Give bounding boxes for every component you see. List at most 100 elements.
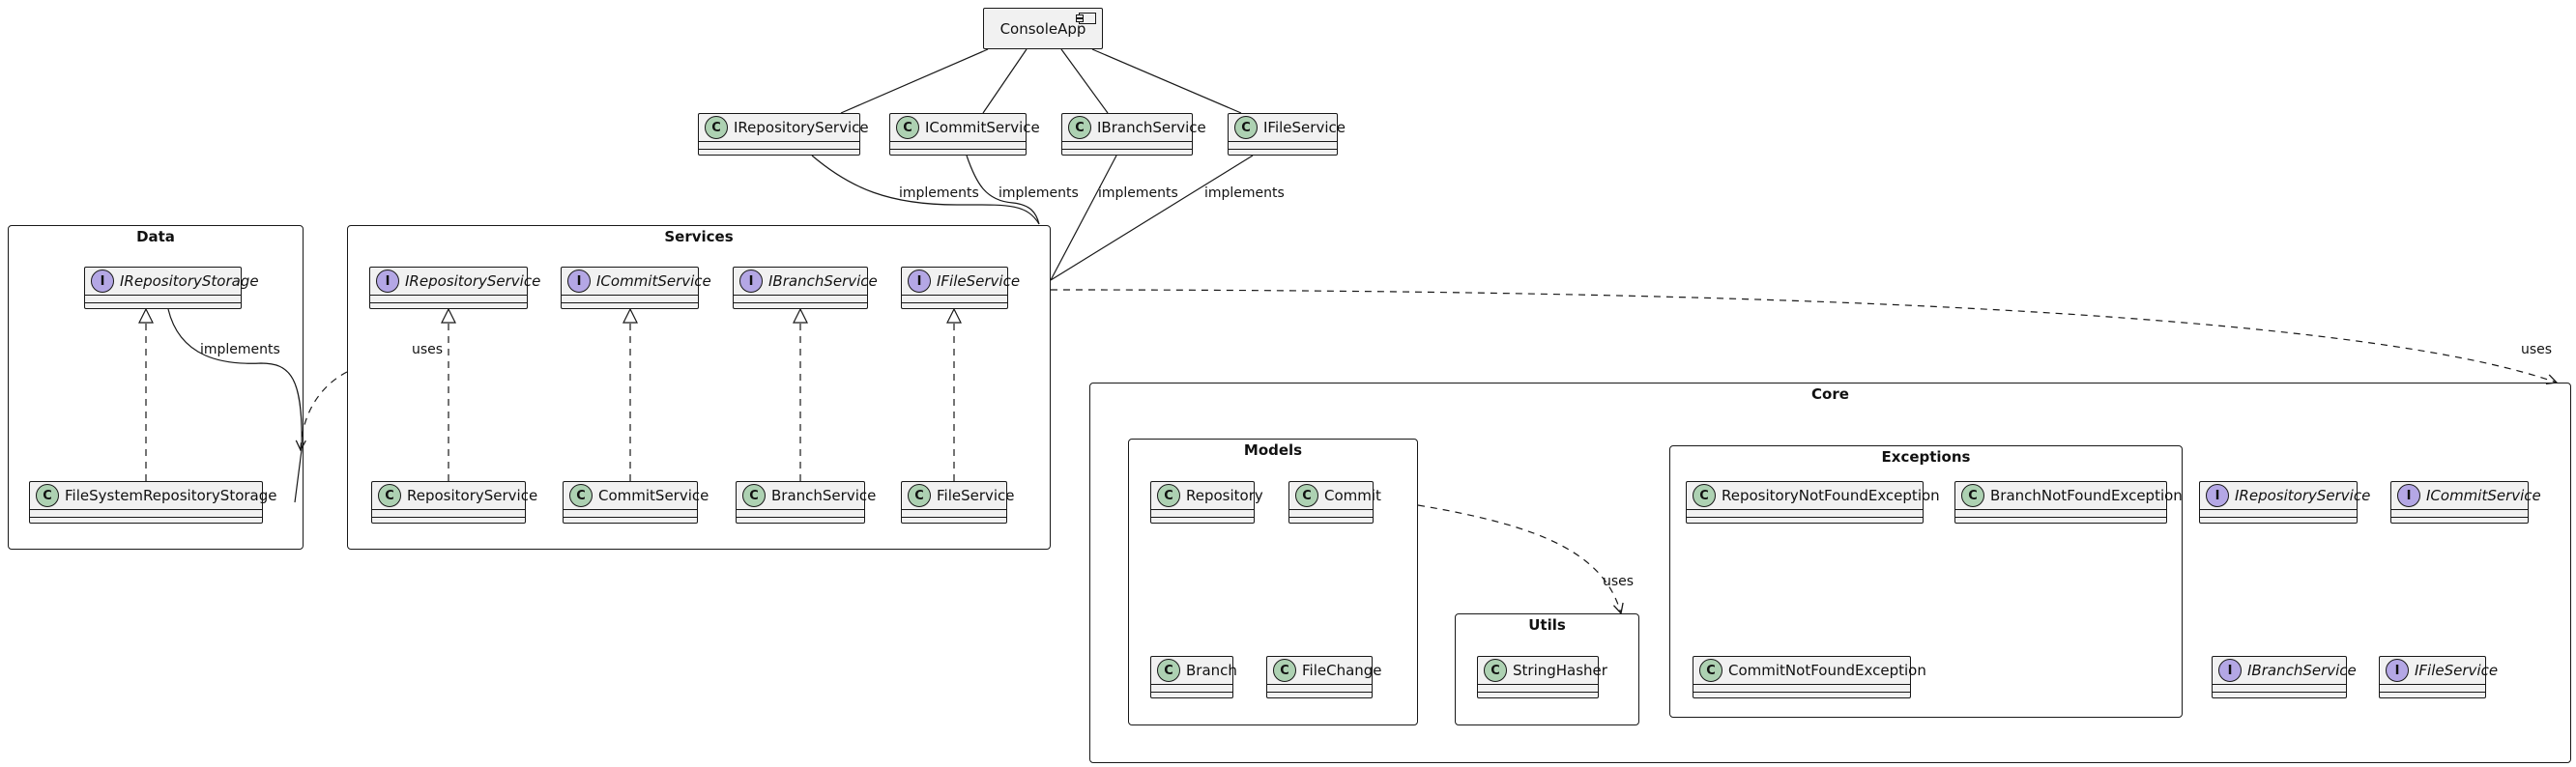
package-data[interactable]: Data: [8, 225, 304, 550]
core-interface-ibranchservice[interactable]: I IBranchService: [2212, 656, 2357, 698]
edge-services-uses-data: [301, 371, 348, 450]
class-filesystemrepositorystorage[interactable]: C FileSystemRepositoryStorage: [29, 481, 277, 524]
class-name: IRepositoryService: [734, 119, 869, 136]
class-badge-icon: C: [569, 484, 593, 507]
class-badge-icon: C: [742, 484, 766, 507]
package-title: Exceptions: [1881, 448, 1971, 466]
class-name: CommitNotFoundException: [1728, 662, 1926, 679]
class-name: StringHasher: [1513, 662, 1607, 679]
class-badge-icon: C: [896, 116, 919, 139]
interface-irepositorystorage[interactable]: I IRepositoryStorage: [84, 267, 259, 309]
label-implements-data: implements: [200, 342, 280, 357]
interface-name: IBranchService: [2247, 662, 2357, 679]
package-title: Services: [664, 228, 734, 245]
class-branchservice[interactable]: C BranchService: [736, 481, 876, 524]
class-commit[interactable]: C Commit: [1288, 481, 1381, 524]
label-implements-1: implements: [899, 185, 979, 201]
interface-ifileservice[interactable]: I IFileService: [901, 267, 1020, 309]
edge-ifileservice-services: [1050, 155, 1254, 281]
component-icon: [1076, 13, 1096, 24]
package-utils[interactable]: Utils: [1455, 613, 1639, 725]
edge-models-uses-utils: [1417, 504, 1621, 613]
edge-consoleapp-ibranchservice: [1060, 48, 1109, 114]
core-interface-ifileservice[interactable]: I IFileService: [2379, 656, 2498, 698]
consoleapp-component[interactable]: ConsoleApp: [983, 8, 1103, 49]
interface-badge-icon: I: [91, 270, 114, 293]
class-name: FileChange: [1302, 662, 1382, 679]
label-implements-2: implements: [999, 185, 1079, 201]
class-badge-icon: C: [1157, 484, 1180, 507]
class-badge-icon: C: [1273, 659, 1296, 682]
label-uses-core: uses: [2521, 342, 2553, 357]
class-name: BranchService: [771, 487, 877, 504]
edge-icommitservice-services: [966, 155, 1040, 225]
edge-irepositoryservice-services: [811, 155, 1040, 225]
class-badge-icon: C: [1234, 116, 1258, 139]
interface-badge-icon: I: [2218, 659, 2242, 682]
interface-badge-icon: I: [2386, 659, 2409, 682]
class-badge-icon: C: [1295, 484, 1318, 507]
interface-name: IFileService: [2415, 662, 2499, 679]
edge-consoleapp-irepositoryservice: [840, 48, 989, 114]
class-badge-icon: C: [36, 484, 59, 507]
package-exceptions[interactable]: Exceptions: [1669, 445, 2183, 718]
class-name: Branch: [1186, 662, 1237, 679]
package-core[interactable]: Core: [1089, 383, 2571, 763]
package-title: Models: [1243, 441, 1303, 459]
class-filechange[interactable]: C FileChange: [1266, 656, 1382, 698]
package-title: Data: [136, 228, 175, 245]
package-models[interactable]: Models: [1128, 439, 1418, 725]
class-name: IFileService: [1263, 119, 1346, 136]
package-title: Core: [1811, 385, 1849, 403]
class-commitservice[interactable]: C CommitService: [563, 481, 709, 524]
interface-name: IFileService: [937, 272, 1021, 290]
class-repositoryservice[interactable]: C RepositoryService: [371, 481, 537, 524]
class-name: CommitService: [598, 487, 709, 504]
package-services[interactable]: Services: [347, 225, 1051, 550]
edge-consoleapp-ifileservice: [1091, 48, 1242, 114]
class-badge-icon: C: [378, 484, 401, 507]
class-fileservice[interactable]: C FileService: [901, 481, 1015, 524]
interface-name: IRepositoryStorage: [120, 272, 259, 290]
class-name: IBranchService: [1097, 119, 1206, 136]
class-branch[interactable]: C Branch: [1150, 656, 1237, 698]
interface-name: ICommitService: [596, 272, 711, 290]
class-badge-icon: C: [1157, 659, 1180, 682]
class-badge-icon: C: [1961, 484, 1984, 507]
top-class-ifileservice[interactable]: C IFileService: [1228, 113, 1346, 156]
consoleapp-label: ConsoleApp: [999, 19, 1086, 38]
class-name: Repository: [1186, 487, 1263, 504]
class-commitnotfoundexception[interactable]: C CommitNotFoundException: [1693, 656, 1926, 698]
class-name: Commit: [1324, 487, 1381, 504]
label-uses-services: uses: [412, 342, 444, 357]
interface-name: IRepositoryService: [405, 272, 541, 290]
label-uses-models: uses: [1603, 574, 1635, 589]
class-badge-icon: C: [1693, 484, 1716, 507]
interface-badge-icon: I: [739, 270, 763, 293]
class-badge-icon: C: [1484, 659, 1507, 682]
label-implements-4: implements: [1204, 185, 1285, 201]
class-name: FileService: [937, 487, 1015, 504]
class-badge-icon: C: [1699, 659, 1722, 682]
class-badge-icon: C: [908, 484, 931, 507]
edge-ibranchservice-services: [1050, 155, 1117, 281]
class-stringhasher[interactable]: C StringHasher: [1477, 656, 1607, 698]
interface-badge-icon: I: [2397, 484, 2420, 507]
interface-name: IRepositoryService: [2235, 487, 2371, 504]
interface-badge-icon: I: [908, 270, 931, 293]
class-name: RepositoryService: [407, 487, 538, 504]
label-implements-3: implements: [1098, 185, 1178, 201]
class-repository[interactable]: C Repository: [1150, 481, 1263, 524]
class-name: FileSystemRepositoryStorage: [65, 487, 277, 504]
